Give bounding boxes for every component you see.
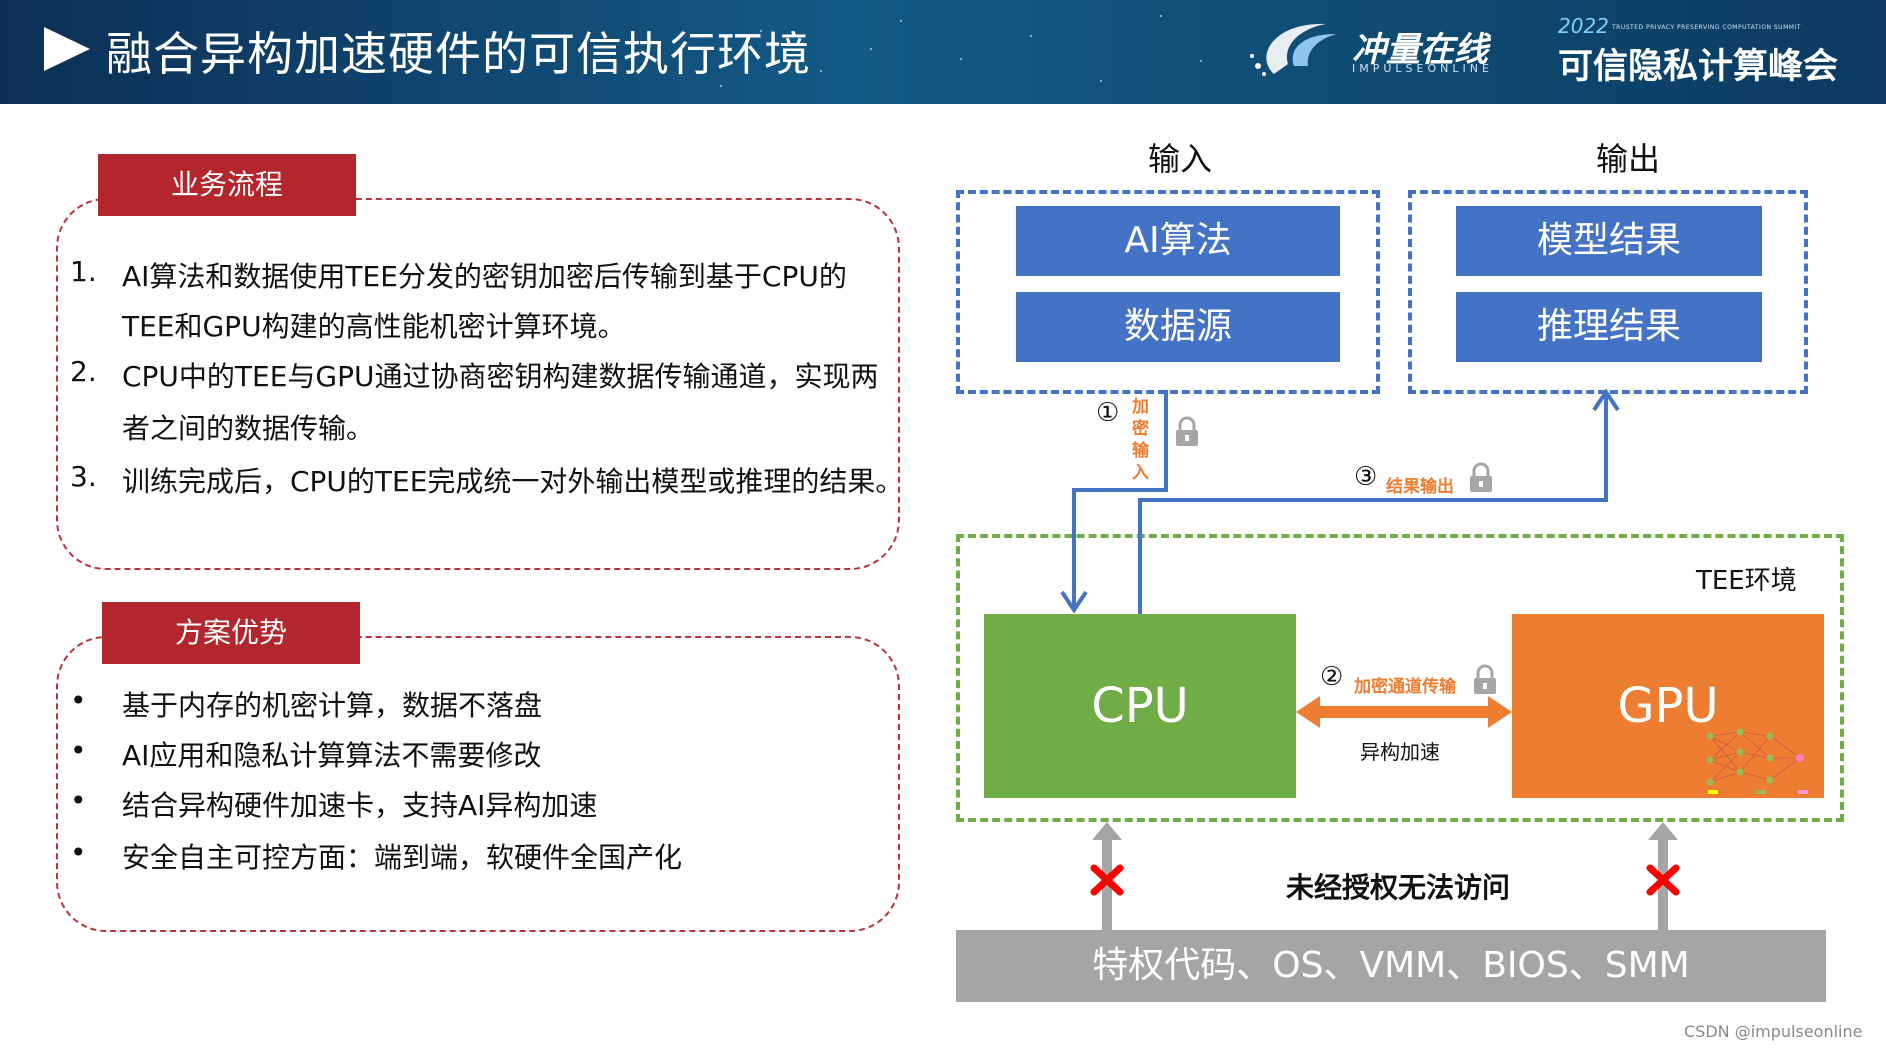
step-2-label: 加密通道传输 <box>1354 677 1456 697</box>
input-box <box>956 190 1380 394</box>
inference-result-block: 推理结果 <box>1456 292 1762 362</box>
process-item-1-line-1: AI算法和数据使用TEE分发的密钥加密后传输到基于CPU的 <box>122 260 847 293</box>
step-1-label: 加 密 输 入 <box>1132 397 1149 483</box>
lock-icon <box>1474 664 1496 694</box>
play-icon <box>44 27 90 71</box>
step-2-number: ② <box>1320 662 1344 692</box>
advantage-item-2: AI应用和隐私计算算法不需要修改 <box>122 739 542 772</box>
ai-algorithm-block: AI算法 <box>1016 206 1340 276</box>
cpu-block: CPU <box>984 614 1296 798</box>
step-3-label: 结果输出 <box>1386 477 1454 497</box>
advantage-item-3: 结合异构硬件加速卡，支持AI异构加速 <box>122 789 598 822</box>
brand-subtitle: IMPULSEONLINE <box>1352 62 1493 75</box>
privileged-code-bar: 特权代码、OS、VMM、BIOS、SMM <box>956 930 1826 1002</box>
blocked-x-icon <box>1646 864 1680 896</box>
process-item-3-number: 3. <box>70 460 97 493</box>
input-label: 输入 <box>1147 140 1212 178</box>
page-title: 融合异构加速硬件的可信执行环境 <box>106 27 811 81</box>
process-item-2-number: 2. <box>70 355 97 388</box>
process-item-1-line-2: TEE和GPU构建的高性能机密计算环境。 <box>122 310 626 343</box>
advantages-tab: 方案优势 <box>102 602 360 664</box>
model-result-block: 模型结果 <box>1456 206 1762 276</box>
advantage-bullet-1: • <box>70 684 87 717</box>
logo-swirl-icon <box>1250 23 1336 76</box>
advantage-item-4: 安全自主可控方面：端到端，软硬件全国产化 <box>122 841 683 874</box>
brand-name: 冲量在线 <box>1352 30 1488 70</box>
advantage-bullet-3: • <box>70 784 87 817</box>
header-banner <box>0 0 1886 104</box>
process-tab: 业务流程 <box>98 154 356 216</box>
advantage-item-1: 基于内存的机密计算，数据不落盘 <box>122 689 543 722</box>
tee-label: TEE环境 <box>1696 566 1797 596</box>
lock-icon <box>1470 462 1492 492</box>
lock-icon <box>1176 416 1198 446</box>
summit-chinese-name: 可信隐私计算峰会 <box>1558 47 1839 87</box>
blocked-x-icon <box>1090 864 1124 896</box>
process-item-1-number: 1. <box>70 255 97 288</box>
process-item-2-line-1: CPU中的TEE与GPU通过协商密钥构建数据传输通道，实现两 <box>122 360 879 393</box>
advantage-bullet-2: • <box>70 734 87 767</box>
step-3-number: ③ <box>1354 462 1378 492</box>
process-item-3-line-1: 训练完成后，CPU的TEE完成统一对外输出模型或推理的结果。 <box>122 465 904 498</box>
unauthorized-label: 未经授权无法访问 <box>1286 871 1511 904</box>
advantages-panel <box>56 636 900 932</box>
neural-network-icon <box>1706 728 1808 794</box>
watermark: CSDN @impulseonline <box>1684 1022 1863 1041</box>
output-label: 输出 <box>1595 140 1660 178</box>
gpu-block: GPU <box>1512 614 1824 798</box>
summit-year: 2022 <box>1558 14 1609 38</box>
step-1-number: ① <box>1096 398 1120 428</box>
summit-english-name: TRUSTED PRIVACY PRESERVING COMPUTATION S… <box>1612 24 1801 31</box>
process-item-2-line-2: 者之间的数据传输。 <box>122 412 375 445</box>
process-panel <box>56 198 900 570</box>
advantage-bullet-4: • <box>70 836 87 869</box>
data-source-block: 数据源 <box>1016 292 1340 362</box>
hetero-acceleration-label: 异构加速 <box>1360 740 1440 764</box>
